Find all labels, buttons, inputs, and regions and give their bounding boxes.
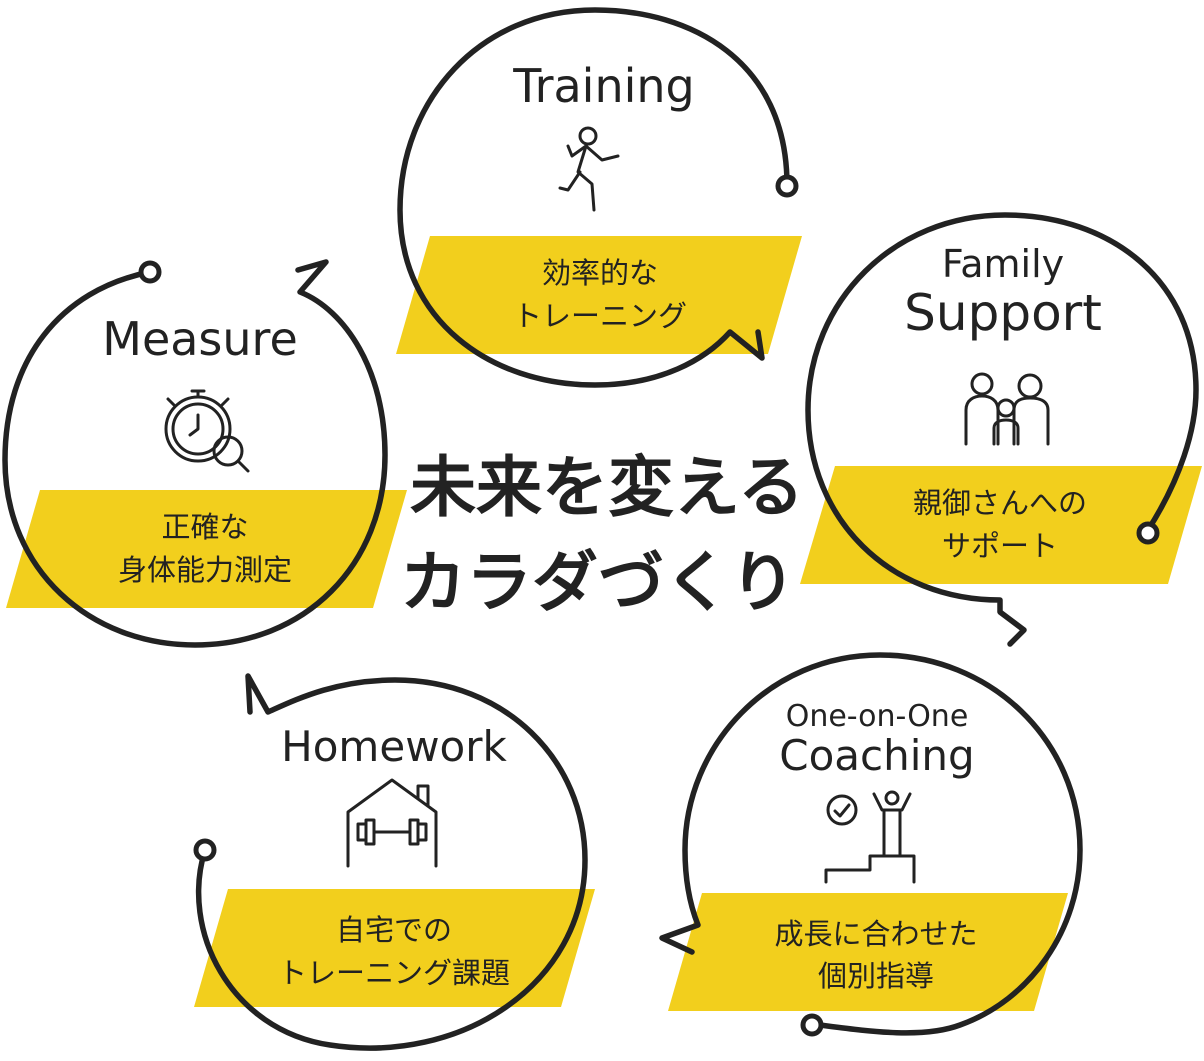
training-ring-dot: [775, 174, 799, 198]
node-family-support: Family Support 親御さんへの サポート: [800, 212, 1202, 647]
homework-ring: [195, 673, 588, 1051]
coaching-desc-line2: 個別指導: [818, 959, 934, 993]
center-title-line2: カラダづくり: [400, 544, 796, 621]
coaching-highlight-band: [668, 893, 1068, 1011]
coaching-title-line1: One-on-One: [786, 699, 969, 734]
node-coaching: One-on-One Coaching 成長に合わせた 個別指導: [659, 652, 1083, 1037]
node-measure: Measure 正確な 身体能力測定: [2, 259, 407, 648]
coaching-desc-line1: 成長に合わせた: [774, 917, 977, 951]
homework-highlight-band: [194, 889, 595, 1007]
training-ring: [397, 7, 790, 388]
podium-check-icon: [824, 790, 916, 884]
homework-ring-dot: [193, 838, 217, 862]
training-highlight-band: [396, 236, 802, 354]
training-desc-line2: トレーニング: [513, 299, 687, 333]
homework-title: Homework: [281, 722, 507, 771]
family-ring-dot: [1136, 521, 1160, 545]
family-title-line1: Family: [942, 242, 1064, 286]
family-ring: [805, 212, 1199, 647]
measure-ring-dot: [138, 260, 162, 284]
stopwatch-magnifier-icon: [164, 389, 250, 473]
homework-desc-line1: 自宅での: [336, 913, 452, 947]
home-dumbbell-icon: [346, 778, 438, 868]
node-training: Training 効率的な トレーニング: [396, 7, 802, 388]
coaching-title-line2: Coaching: [779, 731, 974, 780]
training-desc-line1: 効率的な: [542, 256, 658, 290]
family-title-line2: Support: [904, 284, 1102, 342]
node-homework: Homework 自宅での トレーニング課題: [193, 673, 595, 1051]
coaching-ring: [659, 652, 1083, 1036]
measure-desc-line2: 身体能力測定: [118, 553, 292, 587]
coaching-ring-dot: [800, 1013, 824, 1037]
family-icon: [964, 372, 1050, 446]
measure-desc-line1: 正確な: [161, 510, 248, 544]
measure-title: Measure: [102, 312, 298, 366]
measure-ring: [2, 259, 388, 648]
family-highlight-band: [800, 466, 1202, 584]
training-title: Training: [512, 59, 695, 113]
running-person-icon: [558, 126, 620, 212]
measure-highlight-band: [6, 490, 407, 608]
center-title-line1: 未来を変える: [410, 449, 804, 526]
family-desc-line2: サポート: [942, 529, 1058, 563]
family-desc-line1: 親御さんへの: [913, 486, 1087, 520]
homework-desc-line2: トレーニング課題: [278, 956, 510, 990]
